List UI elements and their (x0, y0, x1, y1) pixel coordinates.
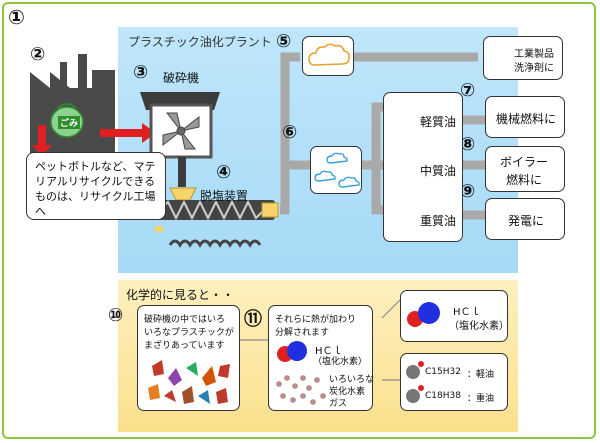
boiler-fuel-box: ボイラー 燃料に (485, 146, 565, 192)
box11-line1: それらに熱が加わり (275, 315, 357, 325)
number-4: ④ (216, 162, 232, 183)
c15-use: ：軽油 (467, 370, 495, 380)
heavy-oil-label: 重質油 (420, 214, 457, 228)
box10-line2: いろなプラスチックが (144, 328, 234, 338)
box11-hcl: HＣｌ (315, 346, 343, 357)
machine-fuel-box: 機械燃料に (485, 96, 565, 138)
recycle-note-line4: へ (35, 205, 46, 218)
dechlorinator-icon (155, 187, 279, 248)
boiler-fuel-line1: ボイラー (500, 155, 549, 169)
garbage-bag-label: ごみ (58, 116, 81, 129)
box11-line2: 分解されます (275, 328, 330, 338)
hcl-name: （塩化水素） (449, 321, 509, 332)
dechlorinator-label: 脱塩装置 (200, 189, 249, 203)
cloud-icon (308, 43, 350, 66)
gas-cloud-box (310, 146, 362, 194)
figure-number: ① (8, 5, 25, 29)
plant-title: プラスチック油化プラント (128, 35, 272, 49)
gas-clouds-icon (314, 152, 360, 188)
number-11: ⑪ (244, 309, 262, 330)
number-5: ⑤ (276, 31, 292, 52)
box11-gas2: 炭化水素 (329, 387, 366, 397)
hcl-formula: HＣｌ (453, 307, 481, 318)
oil-tanks-box (383, 92, 463, 242)
number-2: ② (30, 44, 46, 65)
c18-use: ：重油 (467, 394, 495, 404)
industrial-use-box: 工業製品 洗浄剤に (483, 36, 563, 80)
box11-gas3: ガス (329, 399, 348, 409)
number-10: ⑩ (108, 305, 124, 326)
number-9: ⑨ (460, 181, 476, 202)
number-7: ⑦ (460, 80, 476, 101)
power-generation-label: 発電に (508, 214, 545, 228)
crusher-label: 破砕機 (163, 71, 200, 85)
power-generation-box: 発電に (485, 198, 565, 240)
number-6: ⑥ (282, 122, 298, 143)
machine-fuel-label: 機械燃料に (496, 112, 557, 126)
decomposition-box: それらに熱が加わり 分解されます HＣｌ （塩化水素） いろいろな 炭化水素 ガ… (268, 305, 375, 411)
recycle-note-line2: リアルリサイクルできる (35, 175, 156, 188)
recycle-note-line3: ものは、リサイクル工場 (35, 190, 156, 203)
box11-gas1: いろいろな (329, 375, 375, 385)
industrial-line1: 工業製品 (514, 49, 554, 60)
hydrocarbon-icon (406, 361, 424, 403)
hcl-molecule-icon (407, 302, 440, 327)
medium-oil-label: 中質油 (420, 164, 457, 178)
c15-formula: C15H32 (425, 367, 461, 377)
c18-formula: C18H38 (425, 391, 461, 401)
mixed-plastics-box: 破砕機の中ではいろ いろなプラスチックが まざりあっています (137, 305, 240, 411)
recycle-note-bubble: ペットボトルなど、マテ リアルリサイクルできる ものは、リサイクル工場 へ (26, 152, 166, 220)
molecule-icon (276, 341, 326, 405)
outer-frame (2, 2, 596, 439)
box10-line1: 破砕機の中ではいろ (144, 315, 226, 325)
box11-hcl-name: （塩化水素） (313, 357, 368, 367)
number-3: ③ (133, 62, 149, 83)
recycle-note-line1: ペットボトルなど、マテ (35, 160, 156, 173)
box10-line3: まざりあっています (144, 341, 225, 351)
number-8: ⑧ (460, 134, 476, 155)
hydrocarbon-box: C15H32 ：軽油 C18H38 ：重油 (400, 353, 508, 411)
boiler-fuel-line2: 燃料に (506, 173, 543, 187)
crusher-icon (140, 92, 220, 187)
plastic-fragments-icon (148, 360, 230, 404)
chem-heading: 化学的に見ると・・ (126, 288, 235, 302)
fume-cloud-box (302, 36, 354, 76)
hcl-box: HＣｌ （塩化水素） (400, 290, 509, 342)
light-oil-label: 軽質油 (420, 115, 457, 129)
industrial-line2: 洗浄剤に (514, 63, 554, 74)
